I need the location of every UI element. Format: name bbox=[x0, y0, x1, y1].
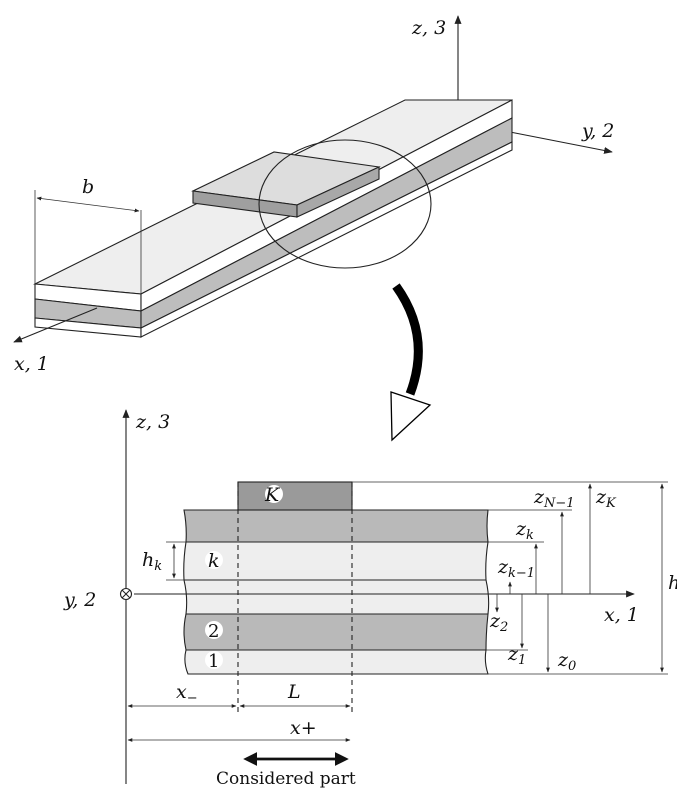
label-x-plus: x+ bbox=[290, 717, 317, 739]
axis-z-3d-label: z, 3 bbox=[411, 17, 446, 39]
label-x-minus: x− bbox=[176, 681, 198, 706]
label-zN1: zN−1 bbox=[533, 486, 575, 511]
zoom-ellipse bbox=[258, 139, 432, 269]
label-zK: zK bbox=[595, 486, 617, 511]
axis-x-2d-label: x, 1 bbox=[604, 604, 639, 626]
axis-y-2d-label: y, 2 bbox=[63, 589, 96, 611]
label-h: h bbox=[668, 572, 677, 594]
layer-middle bbox=[183, 579, 490, 615]
plate-side-white-bottom bbox=[140, 141, 513, 338]
label-hk: hk bbox=[142, 549, 162, 574]
axis-y-3d-label: y, 2 bbox=[581, 120, 614, 142]
label-zk: zk bbox=[515, 518, 534, 543]
layer-2 bbox=[183, 613, 489, 651]
layer-top bbox=[183, 509, 489, 543]
layer-2-label: 2 bbox=[208, 621, 219, 642]
layer-1-circle bbox=[205, 651, 223, 669]
zoom-arrow bbox=[390, 283, 432, 442]
b-label: b bbox=[82, 176, 94, 198]
zoom-arrow-head bbox=[390, 391, 432, 442]
label-zk1: zk−1 bbox=[497, 556, 535, 581]
layer-1 bbox=[184, 649, 489, 675]
patch-side bbox=[296, 166, 380, 218]
layer-K-patch bbox=[237, 481, 353, 511]
layer-2-circle bbox=[205, 621, 223, 639]
label-z0: z0 bbox=[557, 649, 576, 674]
label-z1: z1 bbox=[507, 643, 526, 668]
axis-y-2d-symbol bbox=[119, 587, 133, 601]
axis-x-3d-label: x, 1 bbox=[14, 353, 49, 375]
label-considered: Considered part bbox=[216, 769, 356, 788]
label-L: L bbox=[287, 681, 301, 703]
layer-K-circle bbox=[265, 485, 283, 503]
layer-k bbox=[183, 541, 489, 581]
layer-k-label: k bbox=[208, 550, 220, 572]
cross-section: K k 2 1 z, 3 y, 2 x, 1 zN−1 zK zk zk−1 z… bbox=[63, 409, 677, 788]
label-z2: z2 bbox=[489, 610, 508, 635]
axis-y-3d bbox=[509, 131, 613, 154]
b-dim-arrow bbox=[36, 196, 140, 213]
axis-z-2d-label: z, 3 bbox=[135, 411, 170, 433]
axis-x-3d bbox=[13, 307, 98, 343]
layer-1-label: 1 bbox=[208, 651, 219, 672]
layer-k-circle bbox=[205, 551, 223, 569]
layer-K-label: K bbox=[264, 484, 281, 506]
plate-3d: b z, 3 y, 2 x, 1 bbox=[13, 15, 614, 375]
